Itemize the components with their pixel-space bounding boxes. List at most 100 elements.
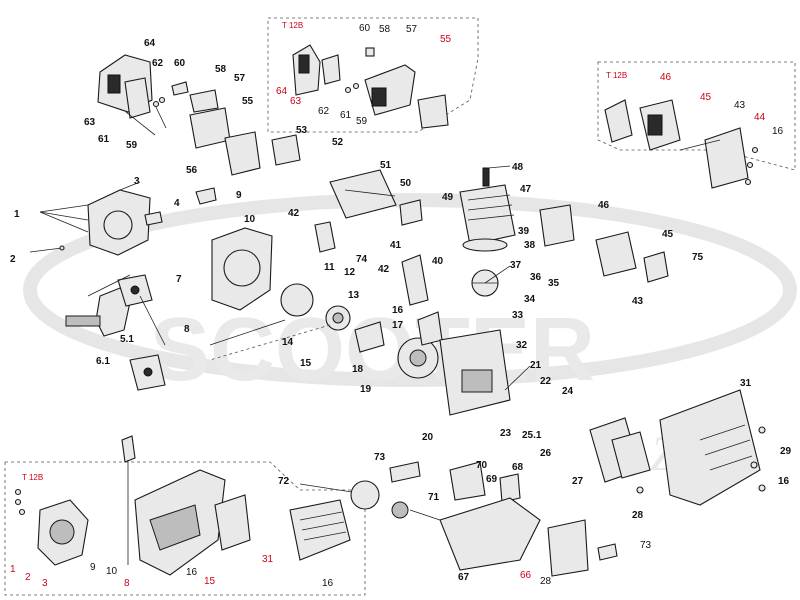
label-15: 15 — [300, 358, 312, 369]
label-28-b: 28 — [540, 576, 552, 587]
label-59-top: 59 — [356, 116, 368, 127]
ratchet-plate — [354, 321, 385, 353]
fan-cover-grille — [149, 504, 201, 551]
label-63-top: 63 — [290, 96, 302, 107]
screw-4 — [144, 211, 163, 226]
label-67: 67 — [458, 572, 470, 583]
label-16-b: 16 — [778, 476, 790, 487]
watermark-swoosh — [23, 193, 797, 387]
label-8: 8 — [184, 324, 190, 335]
section-tag-bottom: T 12B — [22, 473, 43, 482]
washer — [352, 82, 360, 90]
engine-cover — [659, 389, 761, 506]
label-6-1: 6.1 — [96, 356, 110, 367]
label-7: 7 — [176, 274, 182, 285]
fuel-tank-group — [350, 461, 618, 577]
label-17: 17 — [392, 320, 404, 331]
label-46-right: 46 — [660, 72, 672, 83]
section-tag-top: T 12B — [282, 21, 303, 30]
label-27: 27 — [572, 476, 584, 487]
label-1: 1 — [14, 209, 20, 220]
air-filter-element — [107, 74, 121, 94]
label-9: 9 — [236, 190, 242, 201]
label-15-b: 15 — [204, 576, 216, 587]
gasket-plate — [189, 89, 219, 113]
clip-73b — [597, 543, 618, 561]
flywheel-hub — [409, 349, 427, 367]
cover-right — [704, 127, 749, 189]
label-51: 51 — [380, 160, 392, 171]
cylinder-assembly — [314, 167, 669, 306]
screw — [751, 146, 759, 154]
label-71: 71 — [428, 492, 440, 503]
label-44-right: 44 — [754, 112, 766, 123]
muffler — [595, 231, 637, 277]
label-10: 10 — [244, 214, 256, 225]
label-49: 49 — [442, 192, 454, 203]
nut — [365, 47, 375, 57]
label-16-right: 16 — [772, 126, 784, 137]
screw-29 — [750, 461, 758, 469]
label-58-top: 58 — [379, 24, 391, 35]
fuel-tank — [439, 497, 541, 571]
label-28: 28 — [632, 510, 644, 521]
label-38: 38 — [524, 240, 536, 251]
label-55: 55 — [242, 96, 254, 107]
filter-foam-t12b — [371, 87, 387, 107]
clutch-pin — [143, 367, 153, 377]
label-53: 53 — [296, 125, 308, 136]
screw — [18, 508, 26, 516]
filter-housing — [124, 77, 151, 119]
fuel-line — [401, 254, 429, 306]
label-50: 50 — [400, 178, 412, 189]
label-75: 75 — [692, 252, 704, 263]
section-box-right — [597, 61, 796, 171]
label-68: 68 — [512, 462, 524, 473]
label-55-top: 55 — [440, 34, 452, 45]
cylinder — [459, 184, 516, 246]
label-64: 64 — [144, 38, 156, 49]
label-8-b: 8 — [124, 578, 130, 589]
label-43: 43 — [632, 296, 644, 307]
plate-27 — [611, 431, 651, 479]
clutch-side — [29, 187, 217, 391]
label-39: 39 — [518, 226, 530, 237]
screw — [14, 488, 22, 496]
label-66: 66 — [520, 570, 532, 581]
label-20: 20 — [422, 432, 434, 443]
choke-lever — [171, 81, 189, 96]
grommet-68 — [499, 473, 521, 503]
filter-element-t12b — [298, 54, 310, 74]
engine-cover-31 — [289, 499, 351, 561]
label-57-top: 57 — [406, 24, 418, 35]
label-41: 41 — [390, 240, 402, 251]
fuel-filter-70 — [449, 461, 486, 501]
washer — [158, 96, 166, 104]
fan-housing-opening — [223, 249, 261, 287]
label-22: 22 — [540, 376, 552, 387]
label-31-b: 31 — [262, 554, 274, 565]
pulley-hub — [332, 312, 344, 324]
carburetor-t12b — [417, 94, 449, 129]
air-filter-assembly-t12b — [292, 44, 449, 129]
label-36: 36 — [530, 272, 542, 283]
label-1-b: 1 — [10, 564, 16, 575]
clutch-pin — [130, 285, 140, 295]
label-14: 14 — [282, 337, 294, 348]
part-74 — [314, 221, 336, 253]
screw — [746, 161, 754, 169]
label-32: 32 — [516, 340, 528, 351]
label-73-b: 73 — [640, 540, 652, 551]
screw — [59, 245, 65, 251]
label-60-top: 60 — [359, 23, 371, 34]
carburetor — [224, 131, 261, 176]
spark-plug — [482, 167, 490, 187]
label-2: 2 — [10, 254, 16, 265]
clutch-cover-hub — [103, 210, 133, 240]
label-10-b: 10 — [106, 566, 118, 577]
label-52: 52 — [332, 137, 344, 148]
label-60: 60 — [174, 58, 186, 69]
label-13: 13 — [348, 290, 360, 301]
label-48: 48 — [512, 162, 524, 173]
